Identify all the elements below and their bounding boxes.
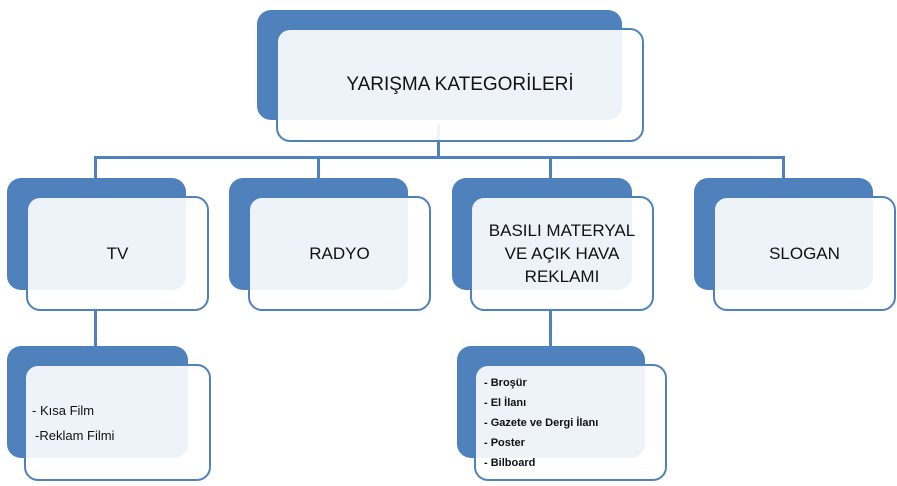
category-label: BASILI MATERYAL VE AÇIK HAVA REKLAMI — [488, 221, 636, 286]
category-label: SLOGAN — [769, 243, 840, 263]
category-radyo: RADYO — [248, 196, 431, 311]
connector — [549, 156, 552, 180]
connector — [782, 156, 785, 180]
connector — [94, 308, 97, 348]
root-node: YARIŞMA KATEGORİLERİ — [276, 28, 644, 142]
category-slogan: SLOGAN — [713, 196, 896, 311]
print-subitems: - Broşür - El İlanı - Gazete ve Dergi İl… — [474, 364, 667, 481]
category-label: RADYO — [309, 243, 370, 263]
category-label: TV — [106, 243, 129, 263]
list-item: -Reklam Filmi — [35, 427, 115, 443]
list-item: - Broşür — [484, 376, 527, 389]
list-item: - Gazete ve Dergi İlanı — [484, 416, 599, 429]
connector — [317, 156, 320, 180]
root-label: YARIŞMA KATEGORİLERİ — [346, 74, 574, 95]
connector — [549, 308, 552, 348]
category-basili-materyal: BASILI MATERYAL VE AÇIK HAVA REKLAMI — [470, 196, 654, 311]
connector — [94, 156, 97, 180]
tv-subitems: - Kısa Film -Reklam Filmi — [24, 364, 211, 481]
list-item: - Poster — [484, 436, 525, 449]
list-item: - Kısa Film — [32, 402, 95, 418]
connector — [94, 156, 785, 159]
category-tv: TV — [26, 196, 209, 311]
list-item: - Bilboard — [484, 456, 536, 469]
list-item: - El İlanı — [484, 396, 527, 409]
